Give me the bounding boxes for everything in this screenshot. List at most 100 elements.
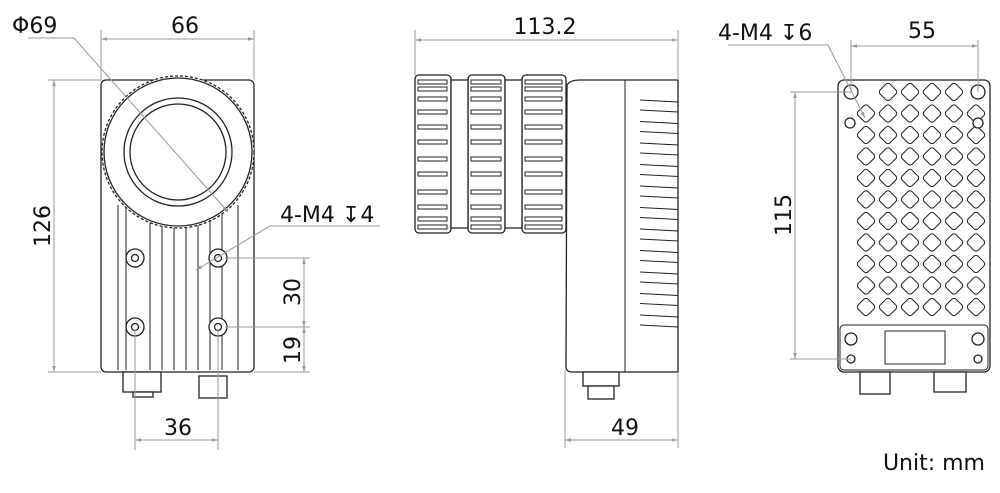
vent-hole bbox=[878, 297, 898, 317]
vent-hole bbox=[856, 254, 876, 274]
vent-hole bbox=[878, 211, 898, 231]
vent-hole bbox=[900, 82, 920, 102]
dim-diameter: Φ69 bbox=[12, 14, 57, 39]
knurl-groove bbox=[417, 86, 448, 92]
heatsink-fin bbox=[639, 250, 679, 264]
vent-hole bbox=[944, 254, 964, 274]
vent-hole bbox=[922, 211, 942, 231]
knurl-groove bbox=[417, 171, 448, 177]
vent-hole bbox=[900, 125, 920, 145]
dim-depth: 49 bbox=[611, 416, 639, 441]
screw-hole bbox=[973, 354, 983, 364]
vent-hole bbox=[856, 147, 876, 166]
knurl-groove bbox=[470, 124, 502, 130]
vent-hole bbox=[922, 168, 942, 188]
vent-hole bbox=[900, 254, 920, 274]
knurl-groove bbox=[470, 189, 502, 195]
knurl-groove bbox=[417, 79, 448, 85]
vent-hole bbox=[856, 297, 876, 317]
knurl-groove bbox=[524, 86, 563, 92]
vent-hole bbox=[944, 168, 964, 188]
vent-hole bbox=[966, 168, 986, 188]
knurl-groove bbox=[417, 96, 448, 102]
dim-hole-spacing-h: 36 bbox=[164, 416, 192, 441]
vent-hole bbox=[922, 233, 942, 252]
knurl-groove bbox=[524, 79, 563, 85]
mount-hole-inner bbox=[130, 322, 140, 332]
vent-hole bbox=[856, 104, 876, 123]
vent-hole bbox=[944, 233, 964, 252]
vent-hole bbox=[922, 276, 942, 295]
knurl-groove bbox=[470, 86, 502, 92]
vent-hole bbox=[944, 276, 964, 295]
knurl-groove bbox=[417, 189, 448, 195]
heatsink-fin bbox=[639, 185, 679, 199]
knurl-groove bbox=[470, 216, 502, 222]
vent-hole bbox=[900, 211, 920, 231]
vent-hole bbox=[944, 147, 964, 166]
heatsink-fin bbox=[639, 99, 679, 113]
mount-holes bbox=[125, 248, 228, 337]
vent-hole bbox=[922, 104, 942, 123]
dim-back-hole-spacing-h: 55 bbox=[908, 19, 936, 44]
heatsink-fin bbox=[639, 121, 679, 135]
connector bbox=[198, 375, 228, 399]
vent-hole bbox=[966, 147, 986, 166]
vent-hole bbox=[878, 168, 898, 188]
vent-hole bbox=[878, 147, 898, 166]
vent-hole bbox=[878, 82, 898, 102]
heatsink-fin bbox=[639, 293, 679, 307]
lens-spacer bbox=[504, 79, 523, 229]
vent-hole bbox=[966, 211, 986, 231]
label-plate bbox=[884, 330, 946, 365]
vent-hole bbox=[944, 211, 964, 231]
vent-hole bbox=[900, 168, 920, 188]
heatsink-fin bbox=[639, 164, 679, 178]
vent-hole bbox=[900, 276, 920, 295]
vent-hole bbox=[966, 125, 986, 145]
vent-hole bbox=[966, 254, 986, 274]
front-fins bbox=[117, 205, 239, 370]
vent-hole bbox=[922, 82, 942, 102]
vent-hole bbox=[878, 276, 898, 295]
lens-spacer bbox=[450, 79, 469, 229]
vent-hole bbox=[856, 190, 876, 209]
heatsink-fins bbox=[639, 99, 679, 328]
vent-hole bbox=[900, 233, 920, 252]
vent-hole bbox=[878, 125, 898, 145]
dim-hole-offset: 19 bbox=[281, 336, 306, 364]
screw-hole bbox=[971, 332, 985, 346]
vent-hole bbox=[922, 147, 942, 166]
vent-hole bbox=[966, 276, 986, 295]
knurl-groove bbox=[417, 204, 448, 210]
vent-hole bbox=[922, 190, 942, 209]
connector bbox=[933, 371, 967, 393]
knurl-groove bbox=[470, 224, 502, 230]
back-view: 55 4-M4 ↧6 115 bbox=[718, 19, 991, 395]
vent-hole bbox=[966, 297, 986, 317]
knurl-groove bbox=[470, 204, 502, 210]
vent-hole bbox=[856, 125, 876, 145]
vent-hole bbox=[878, 254, 898, 274]
knurl-groove bbox=[524, 96, 563, 102]
knurl-groove bbox=[524, 124, 563, 130]
dim-height: 126 bbox=[31, 205, 56, 247]
connector bbox=[859, 371, 891, 395]
screw-hole bbox=[844, 117, 856, 129]
vent-hole bbox=[900, 190, 920, 209]
vent-hole bbox=[922, 297, 942, 317]
knurl-groove bbox=[470, 79, 502, 85]
knurl-groove bbox=[417, 156, 448, 162]
vent-hole bbox=[966, 190, 986, 209]
knurl-groove bbox=[524, 216, 563, 222]
knurl-groove bbox=[470, 96, 502, 102]
back-mount-callout: 4-M4 ↧6 bbox=[718, 21, 812, 46]
knurl-groove bbox=[417, 109, 448, 115]
knurl-groove bbox=[524, 204, 563, 210]
vent-hole bbox=[944, 190, 964, 209]
heatsink-fin bbox=[639, 314, 679, 328]
knurl-groove bbox=[470, 171, 502, 177]
vent-hole bbox=[944, 82, 964, 102]
knurl-groove bbox=[470, 109, 502, 115]
